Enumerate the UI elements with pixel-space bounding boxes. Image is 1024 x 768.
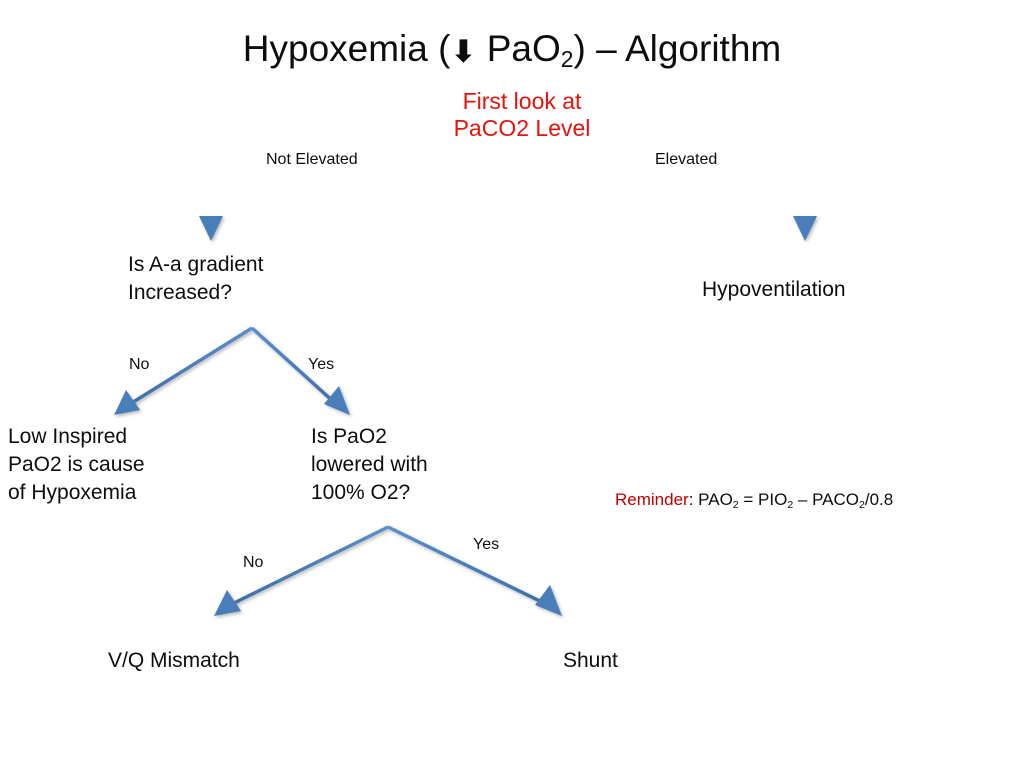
- edge-label-aa-yes: Yes: [308, 356, 335, 373]
- reminder-term-paco2: – PACO: [793, 490, 860, 509]
- node-vq-mismatch: V/Q Mismatch: [108, 649, 240, 672]
- arrowhead-aa-no: [114, 390, 140, 415]
- arrowhead-elevated: [793, 216, 817, 241]
- reminder-term-divisor: /0.8: [864, 490, 894, 509]
- edge-label-not-elevated: Not Elevated: [266, 151, 358, 168]
- reminder-colon: :: [688, 490, 699, 509]
- edge-label-elevated: Elevated: [655, 151, 718, 168]
- reminder-sub-2: 2: [787, 498, 794, 511]
- subtitle-line-1: First look at: [462, 88, 582, 114]
- arrowhead-pao2-yes: [535, 585, 562, 616]
- title-suffix: ) – Algorithm: [573, 28, 782, 69]
- reminder-sub-3: 2: [859, 498, 865, 511]
- edge-label-aa-no: No: [129, 356, 150, 373]
- reminder-term-pio2: = PIO: [738, 490, 788, 509]
- page-title: Hypoxemia (⬇ PaO2) – Algorithm: [0, 28, 1024, 73]
- connector-pao2-yes: [387, 525, 547, 606]
- arrowhead-aa-yes: [324, 386, 350, 415]
- node-aa-gradient: Is A-a gradient Increased?: [128, 253, 264, 304]
- edge-label-pao2-no: No: [243, 554, 264, 571]
- title-analyte: PaO: [476, 28, 561, 69]
- title-subscript: 2: [560, 46, 574, 73]
- edge-label-pao2-yes: Yes: [473, 536, 500, 553]
- reminder-label: Reminder: [615, 490, 689, 509]
- node-pao2-lowered-100: Is PaO2 lowered with 100% O2?: [311, 425, 428, 504]
- node-low-inspired-pao2: Low Inspired PaO2 is cause of Hypoxemia: [8, 425, 145, 504]
- arrowhead-pao2-no: [214, 590, 241, 616]
- arrowhead-not-elevated: [199, 216, 223, 241]
- down-arrow-icon: ⬇: [450, 34, 477, 70]
- title-prefix: Hypoxemia (: [242, 28, 451, 69]
- reminder-sub-1: 2: [732, 498, 739, 511]
- reminder-formula: Reminder: PAO2 = PIO2 – PACO2/0.8: [615, 490, 894, 511]
- node-hypoventilation: Hypoventilation: [702, 278, 846, 301]
- subtitle-line-2: PaCO2 Level: [453, 114, 591, 141]
- reminder-term-pao2: PAO: [698, 490, 733, 509]
- node-shunt: Shunt: [563, 649, 618, 672]
- subtitle-first-look: First look at PaCO2 Level: [362, 88, 682, 141]
